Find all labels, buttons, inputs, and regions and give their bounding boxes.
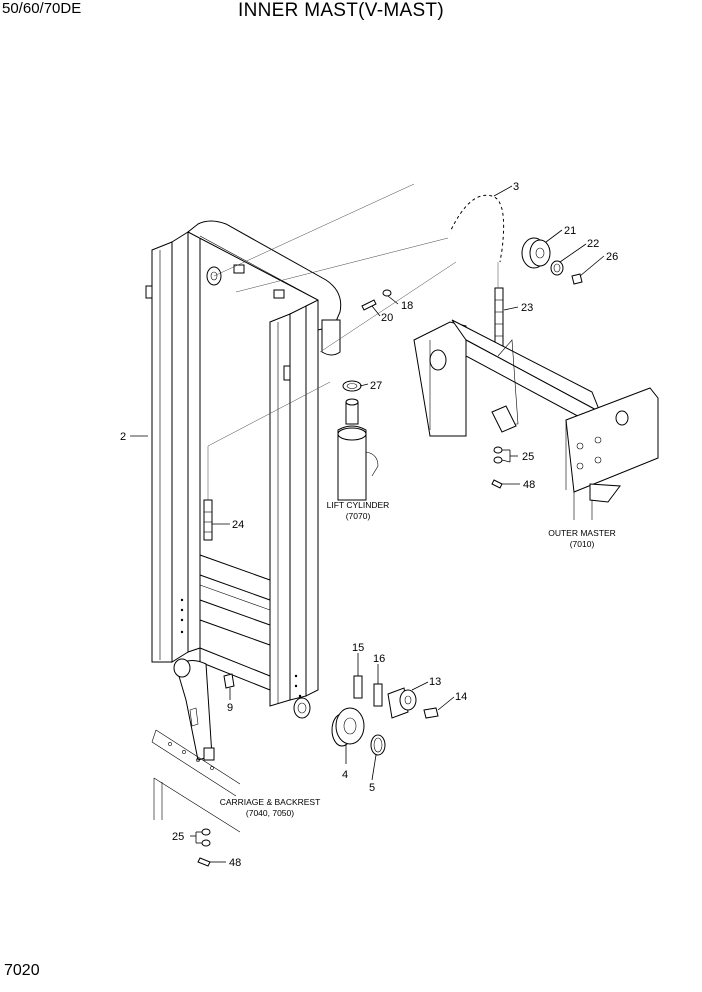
pin-48-bottom [197, 857, 211, 867]
leader-lines [130, 185, 605, 863]
lift-cylinder-label: LIFT CYLINDER [327, 500, 390, 510]
callout-20: 20 [381, 312, 393, 324]
callout-14: 14 [455, 691, 467, 703]
carriage-backrest [151, 658, 241, 833]
chain-assembly [448, 194, 583, 349]
anchor-bolt-24 [203, 499, 213, 541]
nut-25-right-a [493, 446, 503, 454]
lift-cylinder [337, 380, 379, 501]
plate-15 [353, 675, 363, 699]
inner-mast-frame [145, 220, 342, 719]
callout-numbers: 3 21 22 26 23 18 20 27 2 24 9 15 16 13 1… [120, 181, 618, 869]
callout-27: 27 [370, 380, 382, 392]
outer-master-ref: (7010) [570, 539, 595, 549]
callout-25-bottom: 25 [172, 831, 184, 843]
page-number: 7020 [4, 962, 40, 979]
callout-25-right: 25 [522, 451, 534, 463]
callout-24: 24 [232, 519, 244, 531]
nut-25-bottom-b [201, 839, 211, 847]
callout-26: 26 [606, 251, 618, 263]
callout-3: 3 [513, 181, 519, 193]
shim-16 [373, 683, 383, 707]
assembly-labels: LIFT CYLINDER (7070) OUTER MASTER (7010)… [220, 500, 616, 818]
rivet-dots [180, 598, 302, 698]
assembly-lines [207, 183, 499, 500]
snap-ring-5 [370, 734, 386, 756]
page-title: INNER MAST(V-MAST) [238, 0, 444, 21]
pin-20 [361, 299, 377, 311]
callout-48-right: 48 [523, 479, 535, 491]
callout-18: 18 [401, 300, 413, 312]
model-number: 50/60/70DE [2, 0, 82, 17]
callout-21: 21 [564, 225, 576, 237]
pin-48-right [491, 479, 503, 489]
callout-15: 15 [352, 642, 364, 654]
callout-48-bottom: 48 [229, 857, 241, 869]
bolt-14 [423, 707, 439, 719]
outer-mast [413, 319, 659, 520]
lift-cylinder-ref: (7070) [346, 511, 371, 521]
pin-18 [382, 289, 392, 297]
callout-2: 2 [120, 431, 126, 443]
roller-4 [331, 707, 365, 747]
callout-13: 13 [429, 676, 441, 688]
callout-23: 23 [521, 302, 533, 314]
bolt-9 [223, 673, 235, 689]
callout-5: 5 [369, 782, 375, 794]
nut-25-bottom-a [201, 828, 211, 836]
side-roller-13 [387, 687, 417, 719]
callout-9: 9 [227, 702, 233, 714]
nut-25-right-b [493, 456, 503, 464]
outer-master-label: OUTER MASTER [548, 528, 616, 538]
carriage-ref: (7040, 7050) [246, 808, 294, 818]
callout-4: 4 [342, 769, 348, 781]
callout-16: 16 [373, 653, 385, 665]
callout-22: 22 [587, 238, 599, 250]
carriage-label: CARRIAGE & BACKREST [220, 797, 321, 807]
